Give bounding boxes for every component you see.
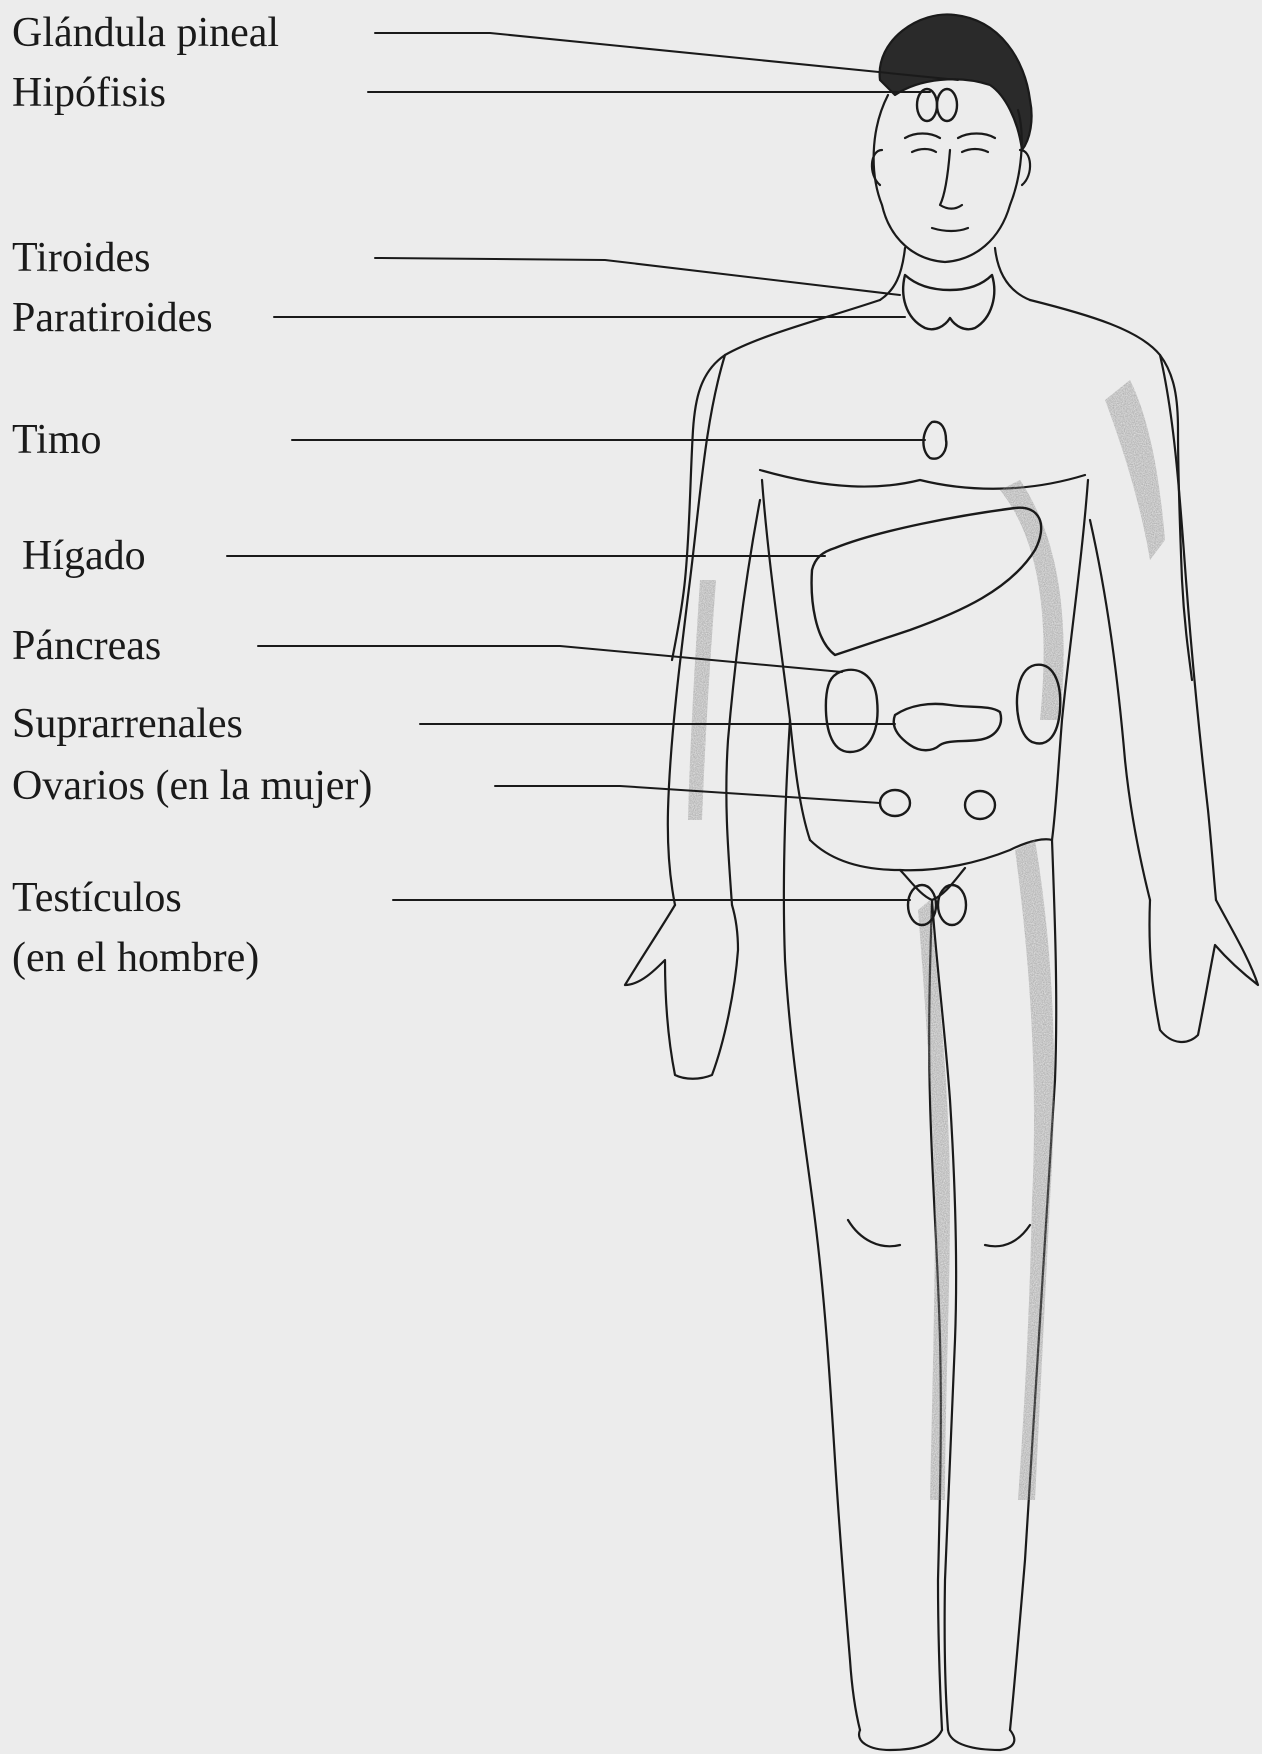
label-testicles: Testículos <box>12 874 182 922</box>
left-knee <box>848 1220 900 1246</box>
nose <box>940 150 962 209</box>
label-pituitary: Hipófisis <box>12 69 166 117</box>
left-foot <box>859 1730 942 1750</box>
left-arm-outer <box>668 355 725 905</box>
left-leg-outer <box>784 720 860 1730</box>
eyebrow-left <box>905 134 940 139</box>
label-ovaries: Ovarios (en la mujer) <box>12 762 372 810</box>
pituitary-right-lobe <box>937 89 957 121</box>
label-thyroid: Tiroides <box>12 234 151 282</box>
thyroid <box>903 275 994 329</box>
label-pancreas: Páncreas <box>12 622 161 670</box>
eye-right <box>962 149 988 152</box>
label-adrenals: Suprarrenales <box>12 700 243 748</box>
pituitary-left-lobe <box>917 89 937 121</box>
testicle-right <box>938 885 966 925</box>
right-knee <box>985 1225 1030 1246</box>
label-liver: Hígado <box>22 532 146 580</box>
right-arm-outer <box>1160 355 1216 900</box>
adrenal-left-kidney <box>826 670 878 752</box>
eye-left <box>912 149 936 152</box>
leader-pineal <box>375 33 958 80</box>
thymus <box>923 422 946 459</box>
right-arm-inner <box>1090 520 1150 900</box>
label-testicles-note: (en el hombre) <box>12 934 259 982</box>
pancreas <box>894 704 1001 750</box>
ovary-left <box>880 790 910 816</box>
eyebrow-right <box>958 134 995 139</box>
right-foot <box>948 1730 1014 1750</box>
leader-pancreas <box>258 646 842 672</box>
label-thymus: Timo <box>12 416 102 464</box>
left-arm-inner <box>726 500 760 905</box>
leader-ovarios <box>495 786 880 803</box>
label-pineal-gland: Glándula pineal <box>12 9 279 57</box>
glands <box>812 89 1061 925</box>
ovary-right <box>965 791 995 819</box>
chest-line <box>760 470 1085 489</box>
neck-right <box>995 248 1030 300</box>
leader-tiroides <box>375 258 900 295</box>
hair <box>880 14 1032 150</box>
mouth <box>932 228 968 231</box>
liver <box>812 508 1042 655</box>
right-hand <box>1149 900 1258 1042</box>
left-hand <box>625 905 738 1079</box>
body-shading <box>688 380 1165 1500</box>
label-parathyroid: Paratiroides <box>12 294 213 342</box>
